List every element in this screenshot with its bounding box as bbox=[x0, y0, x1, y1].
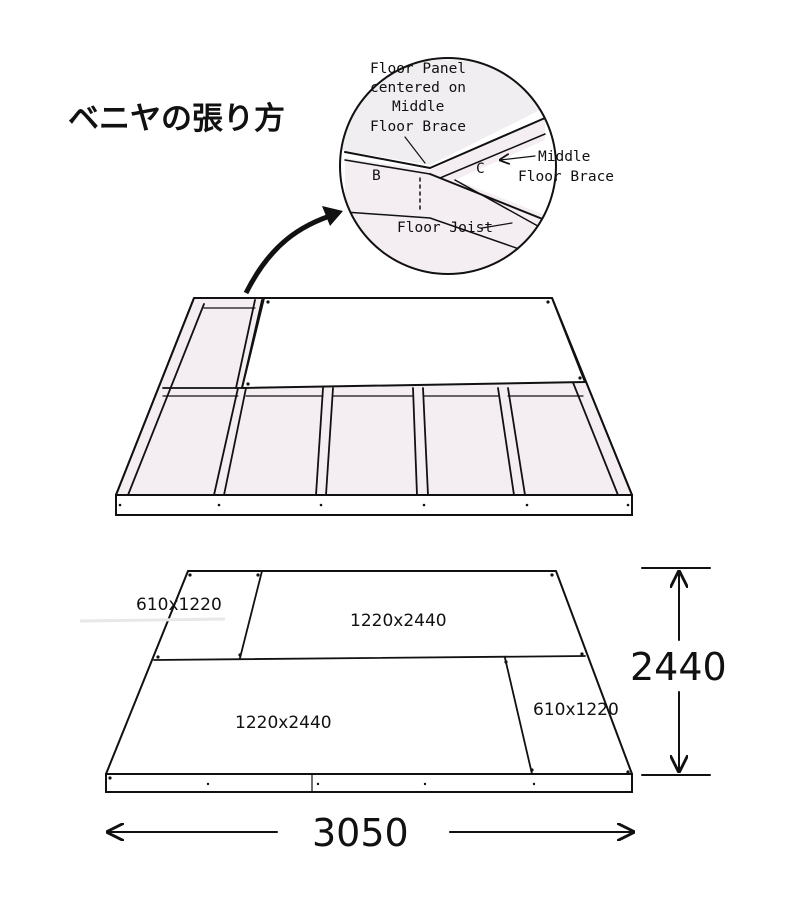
middle-line-1: Middle bbox=[538, 149, 590, 165]
height-value: 2440 bbox=[630, 645, 727, 689]
panel-label-large-top: 1220x2440 bbox=[350, 611, 447, 631]
callout-line-4: Floor Brace bbox=[370, 119, 466, 135]
panel-label-small-bottom: 610x1220 bbox=[533, 700, 619, 720]
width-value: 3050 bbox=[312, 811, 409, 855]
floor-joist-label: Floor Joist bbox=[397, 220, 493, 236]
panel-layout: 610x1220 1220x2440 1220x2440 610x1220 bbox=[79, 570, 633, 793]
label-c: C bbox=[476, 161, 485, 177]
label-b: B bbox=[372, 168, 381, 184]
middle-brace-callout: Middle Floor Brace bbox=[500, 149, 614, 185]
detail-circle: B C Floor Panel centered on Middle Floor… bbox=[339, 57, 614, 275]
framed-floor bbox=[115, 297, 633, 516]
height-dimension: 2440 bbox=[630, 567, 727, 776]
callout-line-3: Middle bbox=[392, 99, 444, 115]
panel-label-small-top: 610x1220 bbox=[136, 595, 222, 615]
floor-panel-callout: Floor Panel centered on Middle Floor Bra… bbox=[370, 61, 466, 164]
middle-brace-face bbox=[430, 118, 545, 180]
width-dimension: 3050 bbox=[108, 811, 633, 855]
installed-floor-panel bbox=[241, 297, 586, 389]
page-title: ベニヤの張り方 bbox=[68, 101, 285, 137]
panel-label-large-bottom: 1220x2440 bbox=[235, 713, 332, 733]
callout-line-1: Floor Panel bbox=[370, 61, 466, 77]
pointer-arrow bbox=[243, 211, 337, 295]
callout-line-2: centered on bbox=[370, 80, 466, 96]
floor-panel-surface bbox=[340, 60, 556, 165]
pointer-arrow-head bbox=[322, 206, 343, 226]
middle-line-2: Floor Brace bbox=[518, 169, 614, 185]
